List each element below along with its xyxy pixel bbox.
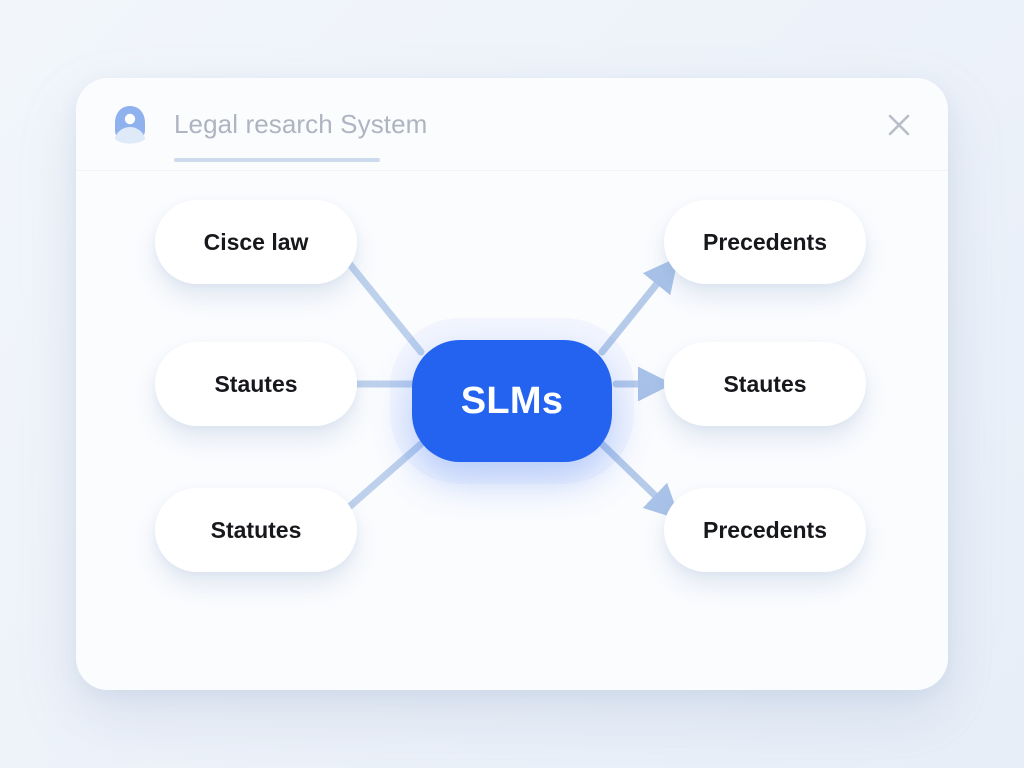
node-left-1[interactable]: Cisce law bbox=[155, 200, 357, 284]
diagram-edges bbox=[344, 256, 681, 520]
close-button[interactable] bbox=[878, 104, 920, 146]
node-left-2[interactable]: Stautes bbox=[155, 342, 357, 426]
node-center-slms[interactable]: SLMs bbox=[412, 340, 612, 462]
card-header: Legal resarch System bbox=[76, 78, 948, 170]
edge-center-r3 bbox=[598, 440, 681, 520]
user-avatar-icon bbox=[107, 102, 153, 148]
title-underline bbox=[174, 158, 380, 162]
edge-center-r1 bbox=[598, 256, 679, 356]
app-card: Legal resarch System bbox=[76, 78, 948, 690]
close-x-icon bbox=[888, 114, 910, 136]
node-right-1[interactable]: Precedents bbox=[664, 200, 866, 284]
mindmap-diagram: Cisce law Stautes Statutes SLMs Preceden… bbox=[76, 170, 948, 690]
edge-l1-center bbox=[344, 258, 425, 356]
node-left-3[interactable]: Statutes bbox=[155, 488, 357, 572]
edge-l3-center bbox=[344, 440, 425, 512]
page-title: Legal resarch System bbox=[174, 109, 428, 139]
node-right-2[interactable]: Stautes bbox=[664, 342, 866, 426]
header-divider bbox=[76, 170, 948, 171]
node-right-3[interactable]: Precedents bbox=[664, 488, 866, 572]
